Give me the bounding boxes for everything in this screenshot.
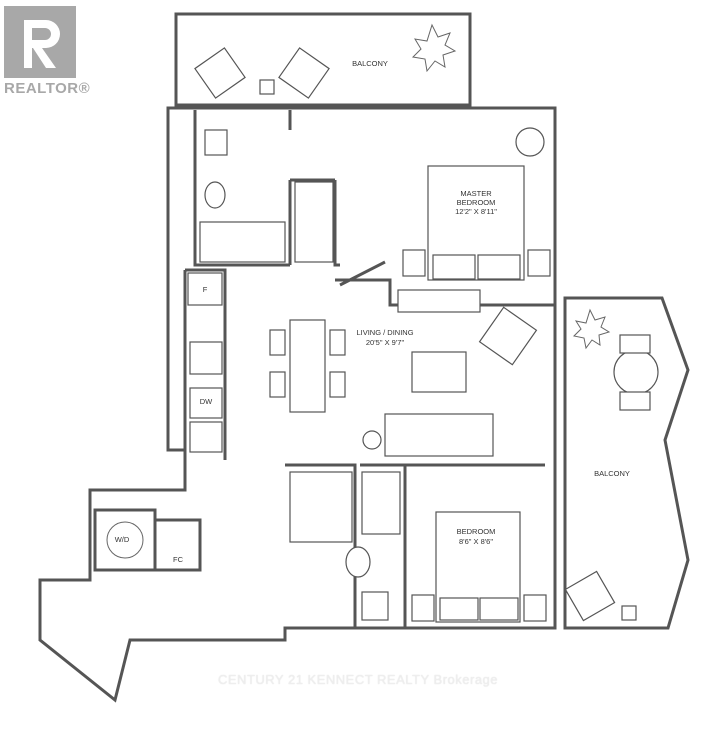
fridge-label: F bbox=[203, 285, 208, 294]
dining-table bbox=[289, 319, 326, 413]
bedroom-dims: 8'6" X 8'6" bbox=[459, 537, 493, 546]
nightstand bbox=[527, 249, 551, 277]
washer-dryer-symbol bbox=[106, 521, 144, 559]
closet bbox=[361, 471, 401, 535]
coffee-table bbox=[411, 351, 467, 393]
realtor-logo-text: REALTOR® bbox=[4, 80, 91, 97]
fridge bbox=[187, 272, 223, 306]
washer-dryer-label: W/D bbox=[115, 535, 130, 544]
master-bedroom-dims: 12'2" X 8'11" bbox=[455, 207, 497, 216]
balcony-chair bbox=[278, 47, 330, 99]
balcony-table bbox=[613, 349, 659, 395]
stove bbox=[189, 341, 223, 375]
watermark: CENTURY 21 KENNECT REALTY Brokerage bbox=[218, 672, 499, 687]
sink bbox=[204, 129, 228, 156]
kitchen-sink bbox=[189, 421, 223, 453]
sink bbox=[361, 591, 389, 621]
master-bedroom-label: MASTER bbox=[460, 189, 492, 198]
balcony-right-outline bbox=[563, 296, 690, 630]
balcony-top-outline bbox=[174, 12, 472, 107]
dishwasher bbox=[189, 387, 223, 419]
shower bbox=[289, 471, 353, 543]
round-table bbox=[515, 127, 545, 157]
realtor-logo: REALTOR® bbox=[4, 6, 91, 97]
bedroom-label: BEDROOM bbox=[457, 527, 496, 536]
svg-text:BEDROOM: BEDROOM bbox=[457, 198, 496, 207]
unit-outline bbox=[38, 106, 557, 703]
toilet bbox=[204, 181, 226, 209]
realtor-logo-mark bbox=[4, 6, 76, 78]
bathtub bbox=[199, 221, 286, 263]
closet bbox=[294, 181, 334, 263]
floor-lamp bbox=[362, 430, 382, 450]
balcony-chair bbox=[564, 570, 616, 622]
plant-icon bbox=[411, 23, 457, 73]
plant-icon bbox=[572, 308, 611, 350]
dishwasher-label: DW bbox=[200, 397, 213, 406]
balcony-chair bbox=[194, 47, 246, 99]
nightstand bbox=[402, 249, 426, 277]
toilet bbox=[345, 546, 371, 578]
sofa bbox=[384, 413, 494, 457]
armchair bbox=[478, 306, 538, 366]
living-dining-dims: 20'5" X 9'7" bbox=[366, 338, 405, 347]
tv-unit bbox=[397, 289, 481, 313]
balcony-top-label: BALCONY bbox=[352, 59, 388, 68]
fan-coil-label: FC bbox=[173, 555, 184, 564]
living-dining-label: LIVING / DINING bbox=[356, 328, 413, 337]
balcony-right-label: BALCONY bbox=[594, 469, 630, 478]
